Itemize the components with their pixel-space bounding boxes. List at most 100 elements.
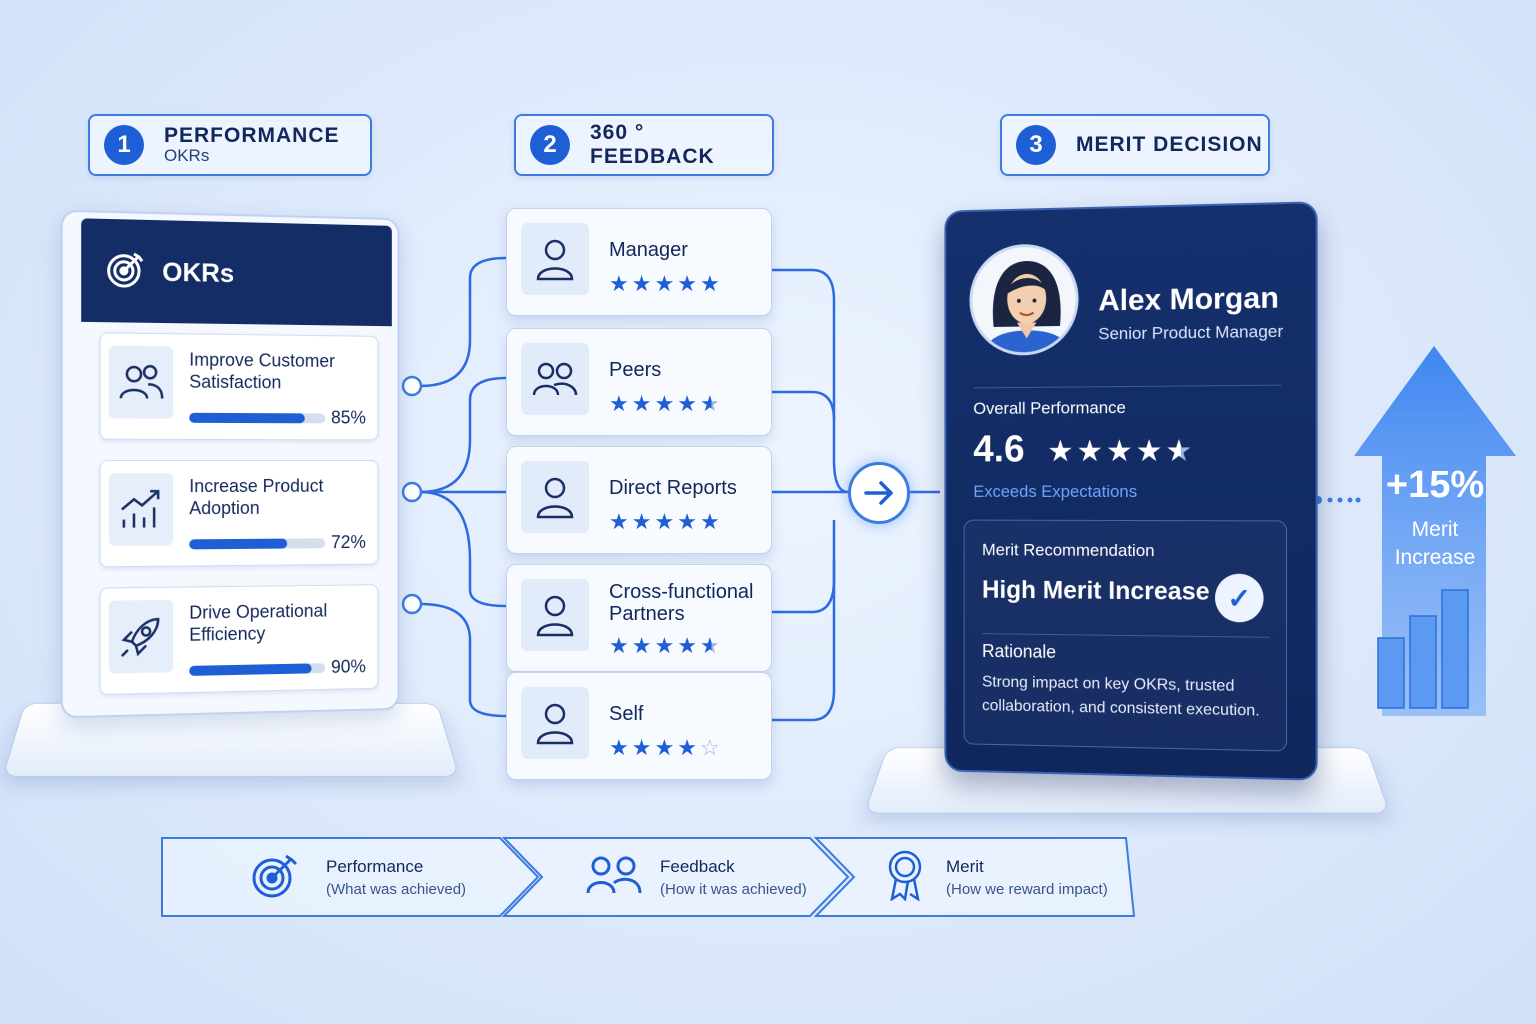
- flow-step-performance: Performance (What was achieved): [250, 834, 466, 920]
- star-half-icon: ★: [700, 391, 723, 416]
- star-full-icon: ★: [1106, 435, 1136, 468]
- star-full-icon: ★: [654, 391, 677, 416]
- okr-panel-header: OKRs: [81, 218, 392, 326]
- increase-label-line2: Increase: [1395, 546, 1476, 569]
- star-full-icon: ★: [632, 633, 655, 658]
- increase-label: Merit Increase: [1352, 516, 1518, 572]
- recommendation-label: Merit Recommendation: [982, 540, 1155, 561]
- star-full-icon: ★: [677, 391, 700, 416]
- star-full-icon: ★: [632, 735, 655, 760]
- flow-step-title: Feedback: [660, 857, 807, 877]
- star-full-icon: ★: [700, 271, 723, 296]
- star-full-icon: ★: [632, 391, 655, 416]
- check-icon: ✓: [1215, 574, 1264, 623]
- feedback-source-line2: Partners: [609, 603, 685, 625]
- process-flow-bar: Performance (What was achieved) Feedback…: [160, 834, 1136, 920]
- feedback-card-direct-reports[interactable]: Direct Reports ★★★★★: [506, 446, 772, 554]
- overall-score: 4.6: [973, 429, 1024, 472]
- star-full-icon: ★: [1077, 435, 1106, 468]
- okr-item[interactable]: Drive Operational Efficiency 90%: [100, 584, 379, 695]
- star-full-icon: ★: [654, 509, 677, 534]
- star-full-icon: ★: [1136, 435, 1166, 468]
- star-rating: ★★★★★: [609, 271, 723, 297]
- star-full-icon: ★: [677, 633, 700, 658]
- okr-item[interactable]: Increase Product Adoption 72%: [100, 460, 379, 567]
- increase-value: +15%: [1352, 464, 1518, 507]
- okr-progress-bar: [189, 413, 325, 424]
- star-full-icon: ★: [609, 271, 632, 296]
- flow-step-subtitle: (What was achieved): [326, 881, 466, 898]
- flow-step-feedback: Feedback (How it was achieved): [586, 834, 807, 920]
- employee-role: Senior Product Manager: [1098, 322, 1283, 345]
- star-rating: ★★★★★: [609, 391, 723, 417]
- okr-progress-fill: [189, 663, 312, 676]
- okr-percent: 90%: [331, 656, 366, 677]
- people-icon: [586, 855, 642, 900]
- person-icon: [521, 579, 589, 651]
- feedback-source: Manager: [609, 239, 688, 261]
- merit-recommendation-box: Merit Recommendation High Merit Increase…: [964, 520, 1287, 752]
- feedback-card-peers[interactable]: Peers ★★★★★: [506, 328, 772, 436]
- people-icon: [109, 346, 174, 419]
- person-icon: [521, 461, 589, 533]
- arrow-right-icon: [848, 462, 910, 524]
- person-icon: [521, 687, 589, 759]
- feedback-source: Cross-functional Partners: [609, 581, 754, 625]
- feedback-card-manager[interactable]: Manager ★★★★★: [506, 208, 772, 316]
- star-half-icon: ★: [700, 633, 723, 658]
- flow-step-subtitle: (How it was achieved): [660, 881, 807, 898]
- target-icon: [106, 248, 146, 294]
- okr-panel-title: OKRs: [162, 256, 234, 288]
- award-ribbon-icon: [886, 849, 924, 906]
- flow-step-subtitle: (How we reward impact): [946, 881, 1108, 898]
- star-full-icon: ★: [609, 633, 632, 658]
- star-full-icon: ★: [609, 391, 632, 416]
- star-rating: ★★★★☆: [609, 735, 723, 761]
- rocket-icon: [109, 600, 174, 674]
- divider: [973, 385, 1281, 389]
- star-full-icon: ★: [609, 509, 632, 534]
- feedback-card-self[interactable]: Self ★★★★☆: [506, 672, 772, 780]
- star-full-icon: ★: [677, 271, 700, 296]
- star-full-icon: ★: [632, 271, 655, 296]
- avatar: [969, 243, 1078, 356]
- star-full-icon: ★: [609, 735, 632, 760]
- okr-progress-bar: [189, 538, 325, 549]
- star-rating: ★★★★★: [609, 633, 723, 659]
- overall-performance-label: Overall Performance: [973, 398, 1126, 419]
- rationale-label: Rationale: [982, 641, 1056, 663]
- target-icon: [250, 850, 300, 905]
- okr-item[interactable]: Improve Customer Satisfaction 85%: [100, 332, 379, 440]
- star-half-icon: ★: [1165, 435, 1195, 468]
- divider: [982, 633, 1270, 638]
- star-full-icon: ★: [654, 271, 677, 296]
- rationale-text: Strong impact on key OKRs, trusted colla…: [982, 671, 1270, 724]
- star-full-icon: ★: [700, 509, 723, 534]
- feedback-source: Self: [609, 703, 643, 725]
- increase-label-line1: Merit: [1412, 518, 1459, 541]
- okr-panel: OKRs Improve Customer Satisfaction 85% I…: [61, 210, 400, 719]
- okr-label: Drive Operational Efficiency: [189, 599, 366, 646]
- okr-progress-bar: [189, 663, 325, 676]
- rating-text: Exceeds Expectations: [973, 482, 1137, 502]
- feedback-source-line1: Cross-functional: [609, 581, 754, 603]
- star-full-icon: ★: [677, 735, 700, 760]
- flow-step-merit: Merit (How we reward impact): [886, 834, 1108, 920]
- growth-chart-icon: [109, 473, 174, 546]
- star-full-icon: ★: [654, 633, 677, 658]
- okr-progress-fill: [189, 413, 305, 424]
- employee-name: Alex Morgan: [1098, 281, 1279, 318]
- flow-step-title: Merit: [946, 857, 1108, 877]
- merit-decision-card: Alex Morgan Senior Product Manager Overa…: [944, 201, 1317, 780]
- feedback-card-cross-functional[interactable]: Cross-functional Partners ★★★★★: [506, 564, 772, 672]
- recommendation-value: High Merit Increase: [982, 576, 1210, 607]
- okr-percent: 72%: [331, 532, 366, 553]
- okr-label: Increase Product Adoption: [189, 475, 366, 519]
- star-full-icon: ★: [632, 509, 655, 534]
- star-rating: ★★★★★: [609, 509, 723, 535]
- flow-step-title: Performance: [326, 857, 466, 877]
- merit-increase-arrow: +15% Merit Increase: [1352, 346, 1518, 716]
- okr-percent: 85%: [331, 408, 366, 429]
- person-icon: [521, 223, 589, 295]
- star-full-icon: ★: [1047, 435, 1076, 468]
